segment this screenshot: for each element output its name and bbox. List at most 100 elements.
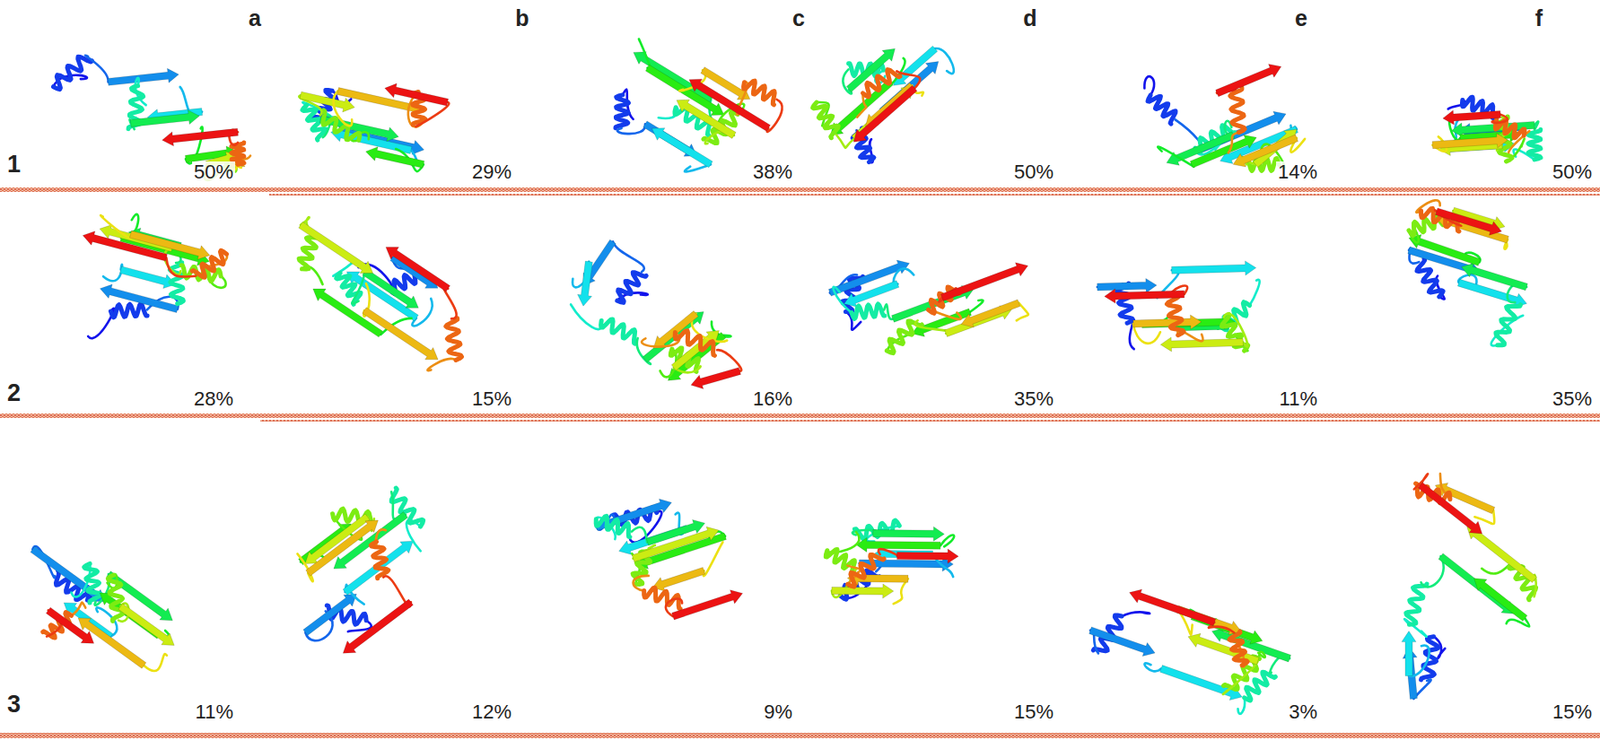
strand-arrow — [873, 526, 945, 542]
helix-segment — [1416, 259, 1443, 298]
strand-arrow — [1435, 208, 1503, 236]
helix-segment — [445, 318, 463, 361]
helix-segment — [595, 515, 630, 537]
helix-segment — [53, 56, 93, 89]
strand-arrow — [689, 78, 770, 132]
strand-arrow — [961, 299, 1021, 328]
column-letter: e — [1294, 7, 1308, 30]
surface-band — [0, 187, 1600, 193]
helix-segment — [863, 69, 901, 97]
strand-arrow — [162, 128, 239, 147]
protein-ribbon — [828, 260, 1029, 354]
surface-band — [260, 419, 1600, 422]
strand-arrow — [897, 549, 960, 564]
strand-arrow — [82, 231, 167, 262]
loop-segment — [1421, 556, 1444, 587]
loop-segment — [332, 261, 354, 277]
strand-arrow — [100, 284, 179, 314]
strand-arrow — [1474, 578, 1528, 622]
loop-segment — [1144, 663, 1161, 672]
protein-ribbon — [615, 38, 783, 172]
helix-segment — [615, 95, 630, 129]
protein-ribbon — [1089, 589, 1292, 715]
strand-arrow — [366, 147, 425, 169]
strand-arrow — [941, 262, 1029, 302]
percentage-label: 15% — [1012, 701, 1056, 724]
helix-segment — [1229, 631, 1248, 666]
helix-segment — [825, 550, 855, 575]
strand-arrow — [362, 269, 419, 308]
helix-segment — [298, 236, 321, 270]
surface-band — [0, 733, 1600, 739]
helix-segment — [617, 272, 647, 304]
loop-segment — [427, 358, 456, 371]
loop-segment — [836, 134, 855, 149]
strand-arrow — [671, 331, 719, 371]
strand-arrow — [1442, 110, 1502, 125]
protein-ribbon — [825, 520, 959, 604]
strand-arrow — [130, 230, 210, 260]
strand-arrow — [305, 514, 370, 565]
loop-segment — [878, 549, 898, 556]
percentage-label: 11% — [1277, 388, 1320, 411]
protein-ribbon — [570, 239, 742, 389]
helix-segment — [192, 250, 227, 278]
protein-ribbon — [298, 217, 463, 371]
strand-arrow — [120, 266, 176, 289]
percentage-label: 12% — [470, 701, 514, 724]
strand-arrow — [107, 68, 179, 86]
percentage-label: 16% — [751, 388, 795, 411]
column-letter: d — [1022, 7, 1037, 30]
protein-ribbon — [298, 83, 449, 172]
loop-segment — [915, 320, 950, 333]
loop-segment — [617, 123, 646, 134]
helix-segment — [1406, 584, 1427, 625]
helix-segment — [336, 272, 361, 305]
column-letter: a — [248, 7, 262, 30]
loop-segment — [100, 215, 132, 238]
protein-ribbon — [813, 45, 954, 163]
loop-segment — [612, 241, 645, 272]
strand-arrow — [390, 254, 438, 289]
helix-segment — [107, 575, 124, 621]
helix-segment — [813, 102, 840, 139]
protein-ribbon — [595, 498, 744, 621]
helix-segment — [674, 331, 715, 357]
strand-arrow — [303, 594, 357, 636]
strand-arrow — [342, 599, 413, 654]
strand-arrow — [306, 520, 379, 577]
helix-segment — [1230, 87, 1245, 133]
protein-ribbon — [1144, 64, 1305, 172]
loop-segment — [832, 287, 852, 314]
percentage-label: 50% — [1012, 161, 1056, 184]
protein-ribbons — [30, 38, 1541, 714]
strand-arrow — [831, 584, 894, 599]
strand-arrow — [690, 367, 742, 390]
row-number: 3 — [7, 692, 21, 717]
loop-segment — [827, 532, 860, 553]
loop-segment — [1144, 76, 1155, 96]
strand-arrow — [1432, 133, 1508, 149]
loop-segment — [1249, 279, 1260, 307]
strand-arrow — [652, 128, 714, 168]
helix-segment — [370, 542, 389, 579]
strand-arrow — [652, 568, 706, 593]
strand-arrow — [856, 537, 941, 552]
percentage-label: 9% — [761, 701, 795, 724]
loop-segment — [1228, 132, 1240, 154]
loop-segment — [1534, 121, 1539, 130]
strand-arrow — [844, 280, 900, 307]
loop-segment — [375, 529, 386, 547]
strand-arrow — [1160, 665, 1243, 701]
protein-ribbon — [1432, 96, 1541, 162]
strand-arrow — [633, 52, 714, 104]
helix-segment — [110, 304, 148, 318]
helix-segment — [1495, 305, 1522, 346]
helix-segment — [848, 554, 885, 587]
percentage-label: 3% — [1286, 701, 1320, 724]
column-letter: c — [792, 7, 805, 30]
protein-ribbon — [1097, 261, 1260, 352]
helix-segment — [601, 319, 636, 344]
strand-arrow — [1089, 627, 1155, 657]
